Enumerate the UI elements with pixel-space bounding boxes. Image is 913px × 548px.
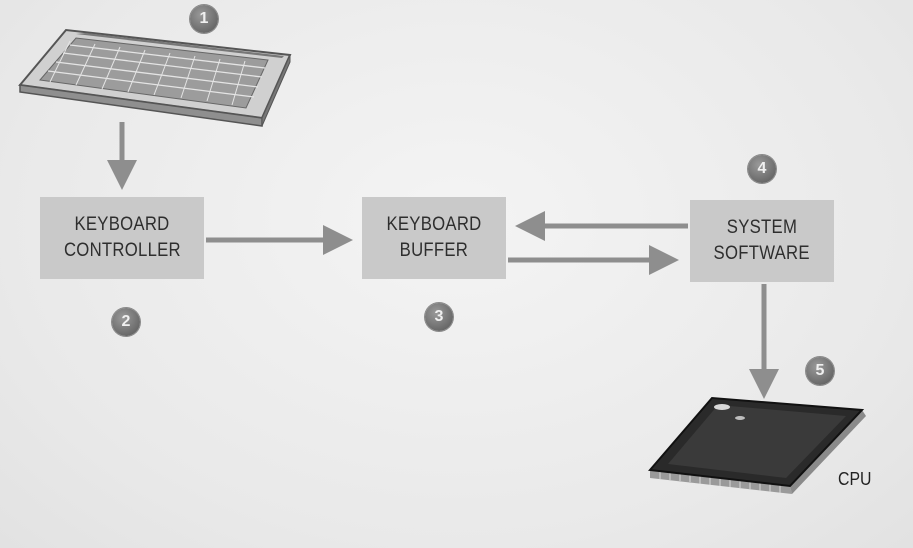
keyboard-controller-box: KEYBOARD CONTROLLER bbox=[40, 197, 204, 279]
keyboard-buffer-box: KEYBOARD BUFFER bbox=[362, 197, 506, 279]
step-badge-2: 2 bbox=[112, 308, 140, 336]
keyboard-controller-line-1: KEYBOARD bbox=[74, 212, 169, 238]
keyboard-buffer-line-1: KEYBOARD bbox=[386, 212, 481, 238]
system-software-line-1: SYSTEM bbox=[727, 215, 797, 241]
step-badge-5: 5 bbox=[806, 357, 834, 385]
system-software-line-2: SOFTWARE bbox=[714, 241, 810, 267]
system-software-box: SYSTEM SOFTWARE bbox=[690, 200, 834, 282]
step-badge-4: 4 bbox=[748, 155, 776, 183]
cpu-label: CPU bbox=[838, 469, 871, 490]
step-badge-3: 3 bbox=[425, 303, 453, 331]
keyboard-controller-line-2: CONTROLLER bbox=[64, 238, 181, 264]
keyboard-buffer-line-2: BUFFER bbox=[400, 238, 468, 264]
step-badge-1: 1 bbox=[190, 5, 218, 33]
